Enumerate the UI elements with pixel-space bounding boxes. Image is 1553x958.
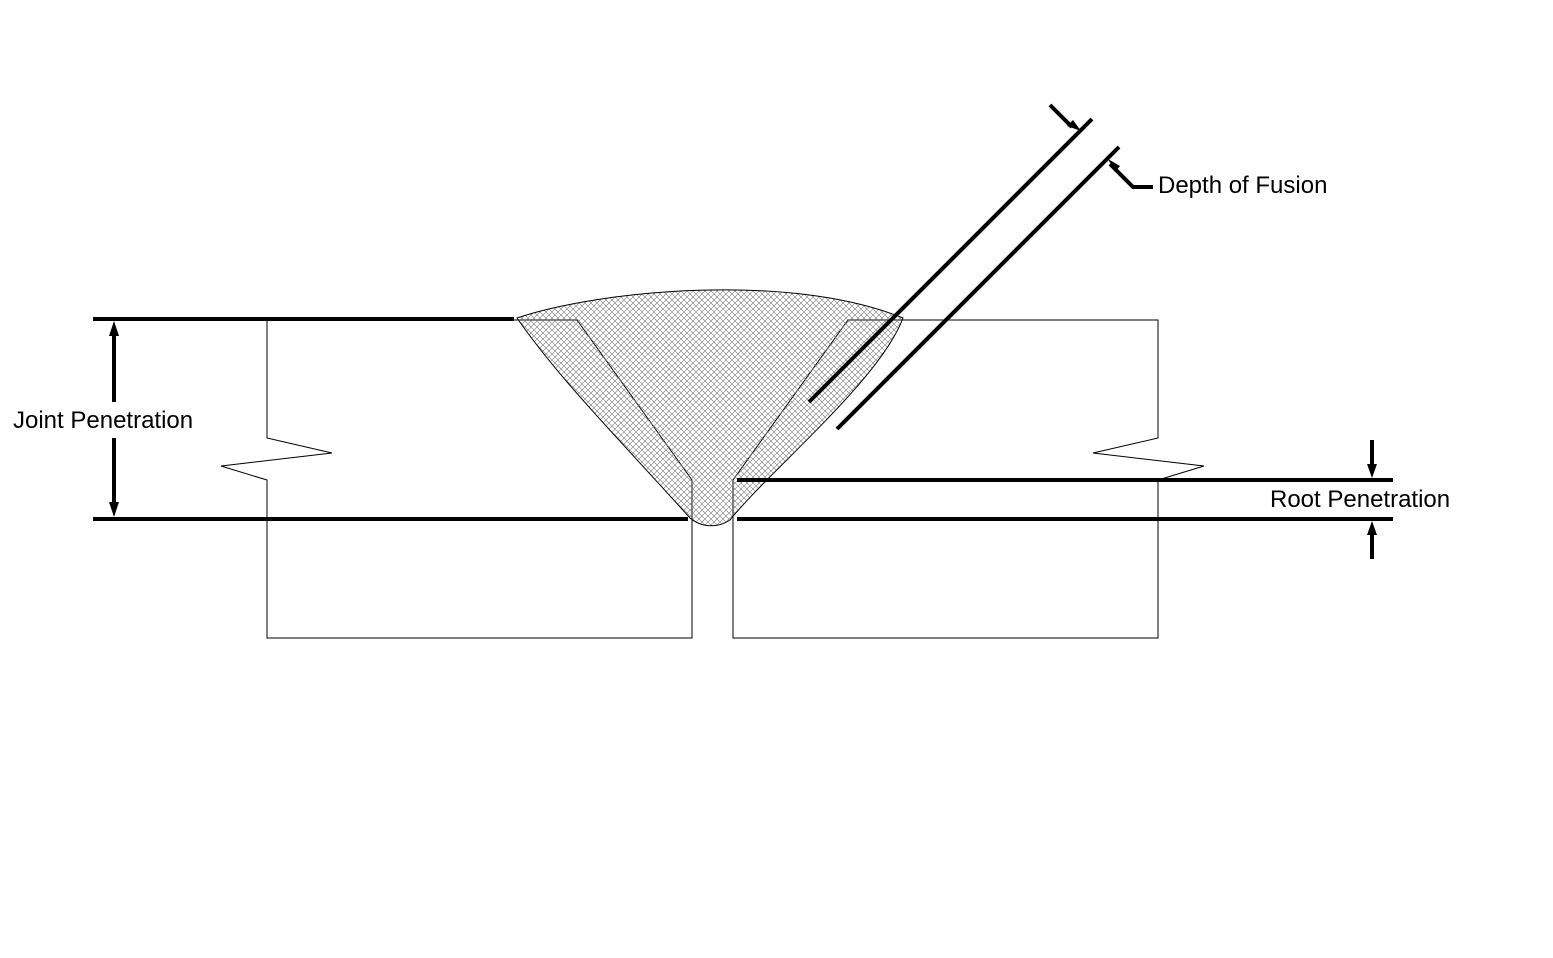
root-penetration-label: Root Penetration: [1270, 486, 1450, 513]
root-penetration-arrow-up-icon: [1367, 521, 1377, 535]
joint-penetration-arrow-up-icon: [109, 321, 119, 336]
depth-of-fusion-leader: [1108, 162, 1153, 189]
depth-of-fusion-outer-line: [807, 117, 1094, 404]
depth-of-fusion-label: Depth of Fusion: [1158, 172, 1327, 199]
root-penetration-arrow-down-icon: [1367, 464, 1377, 478]
depth-of-fusion-tick-outer: [1048, 103, 1074, 129]
weld-metal: [516, 289, 904, 527]
joint-penetration-arrow-down-icon: [109, 502, 119, 517]
depth-of-fusion-inner-line: [835, 145, 1121, 431]
depth-of-fusion-arrow-inner-icon: [1108, 159, 1120, 172]
depth-of-fusion-arrow-outer-icon: [1067, 120, 1081, 131]
joint-penetration-label: Joint Penetration: [13, 407, 193, 434]
